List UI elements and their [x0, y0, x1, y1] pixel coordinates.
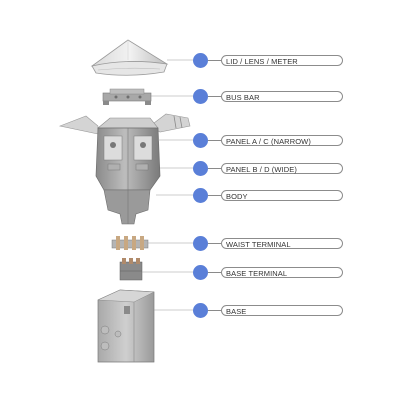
callout-label-body: BODY — [221, 190, 343, 201]
callout-leader — [208, 168, 222, 169]
callout-leader — [208, 272, 222, 273]
callout-leader — [208, 140, 222, 141]
callout-dot — [193, 161, 208, 176]
callout-label-panel-bd: PANEL B / D (WIDE) — [221, 163, 343, 174]
callout-dot — [193, 236, 208, 251]
callout-panel-bd: PANEL B / D (WIDE) — [193, 161, 353, 177]
callout-dot — [193, 53, 208, 68]
callout-label-waist-terminal: WAIST TERMINAL — [221, 238, 343, 249]
panel-body-part — [58, 113, 191, 225]
callout-panel-ac: PANEL A / C (NARROW) — [193, 133, 353, 149]
callout-lid: LID / LENS / METER — [193, 53, 353, 69]
callout-label-bus-bar: BUS BAR — [221, 91, 343, 102]
callout-base: BASE — [193, 303, 353, 319]
lid-part — [90, 39, 169, 76]
callout-dot — [193, 89, 208, 104]
callout-label-lid: LID / LENS / METER — [221, 55, 343, 66]
leader-lines — [142, 59, 193, 311]
callout-label-base: BASE — [221, 305, 343, 316]
callout-leader — [208, 96, 222, 97]
bus-bar-part — [102, 88, 152, 105]
callout-leader — [208, 195, 222, 196]
callout-leader — [208, 310, 222, 311]
callout-leader — [208, 60, 222, 61]
callout-dot — [193, 265, 208, 280]
callout-dot — [193, 303, 208, 318]
callout-bus-bar: BUS BAR — [193, 89, 353, 105]
callout-base-terminal: BASE TERMINAL — [193, 265, 353, 281]
callout-waist-terminal: WAIST TERMINAL — [193, 236, 353, 252]
waist-terminal-part — [111, 236, 149, 250]
callout-label-base-terminal: BASE TERMINAL — [221, 267, 343, 278]
callout-dot — [193, 188, 208, 203]
base-part — [97, 289, 155, 363]
callout-label-panel-ac: PANEL A / C (NARROW) — [221, 135, 343, 146]
callout-leader — [208, 243, 222, 244]
base-terminal-part — [119, 258, 143, 281]
callout-body: BODY — [193, 188, 353, 204]
callout-dot — [193, 133, 208, 148]
